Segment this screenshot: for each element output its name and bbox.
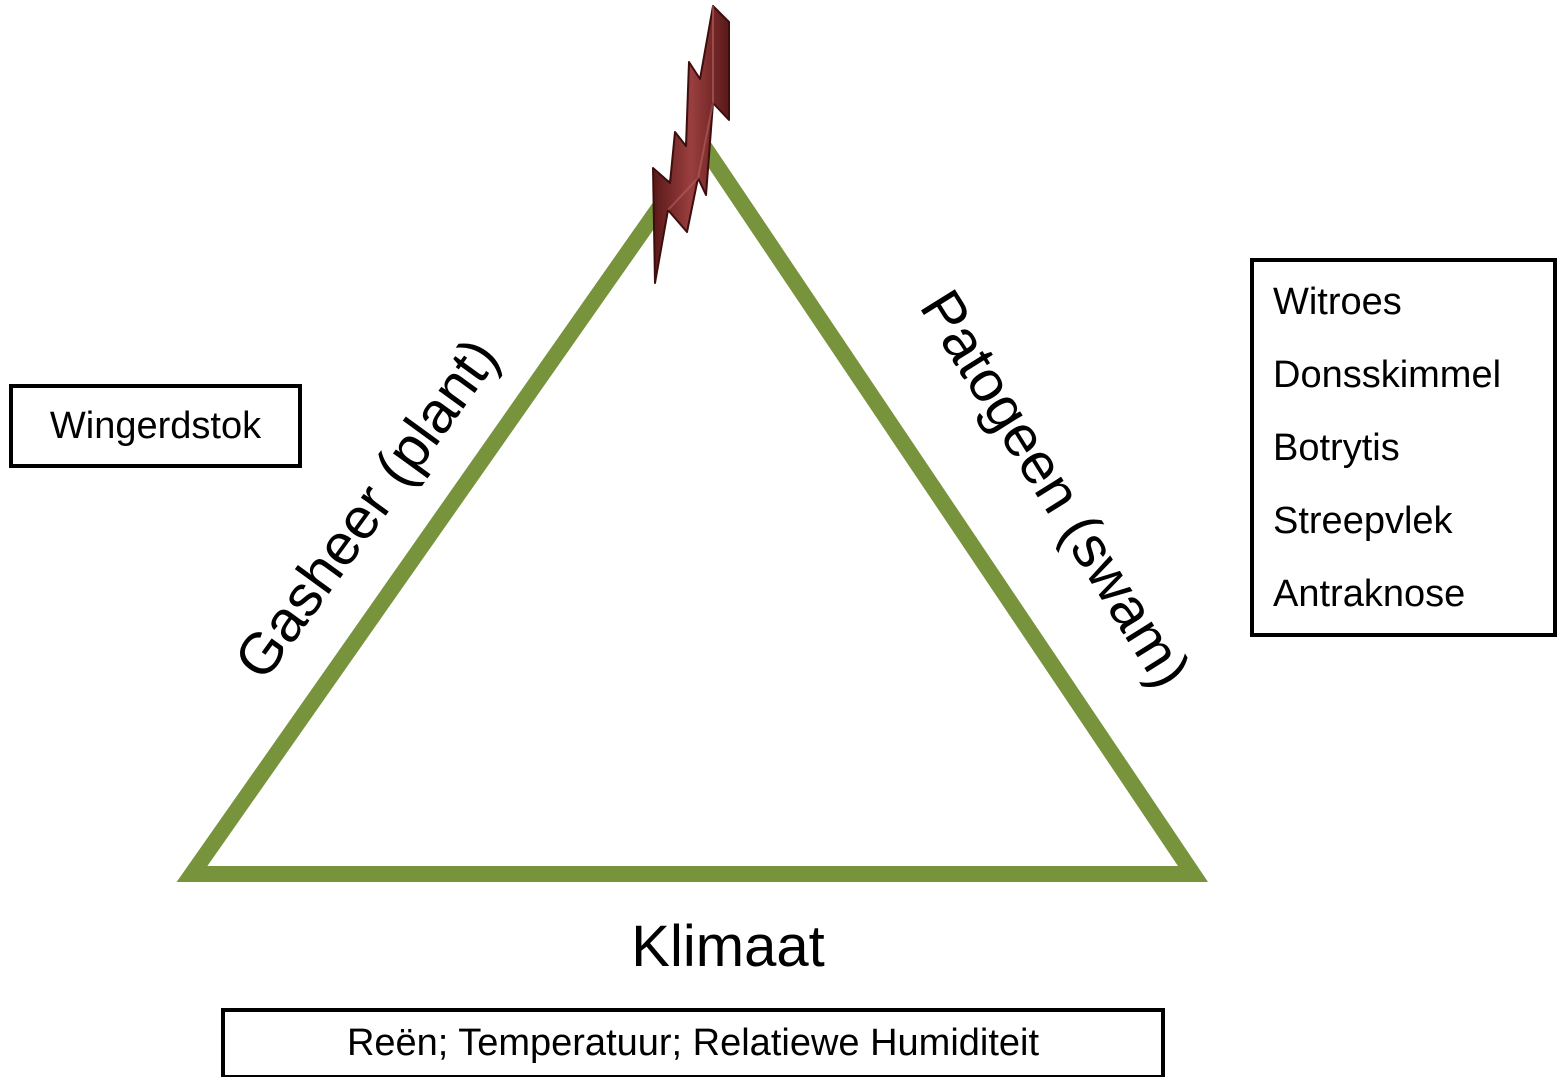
pathogen-item: Witroes (1273, 281, 1402, 323)
pathogen-examples-box: Witroes Donsskimmel Botrytis Streepvlek … (1250, 258, 1557, 637)
pathogen-item: Botrytis (1273, 427, 1400, 469)
pathogen-item: Antraknose (1273, 573, 1466, 615)
pathogen-item: Streepvlek (1273, 500, 1453, 542)
pathogen-item: Donsskimmel (1273, 354, 1502, 396)
lightning-bolt-icon (652, 5, 730, 284)
climate-factors-text: Reën; Temperatuur; Relatiewe Humiditeit (346, 1022, 1040, 1064)
host-example-box: Wingerdstok (9, 384, 302, 468)
host-example-text: Wingerdstok (49, 404, 262, 447)
disease-triangle (176, 130, 1209, 882)
pathogen-list: Witroes Donsskimmel Botrytis Streepvlek … (1273, 280, 1553, 645)
climate-side-label: Klimaat (631, 914, 825, 979)
climate-factors-box: Reën; Temperatuur; Relatiewe Humiditeit (221, 1008, 1165, 1077)
